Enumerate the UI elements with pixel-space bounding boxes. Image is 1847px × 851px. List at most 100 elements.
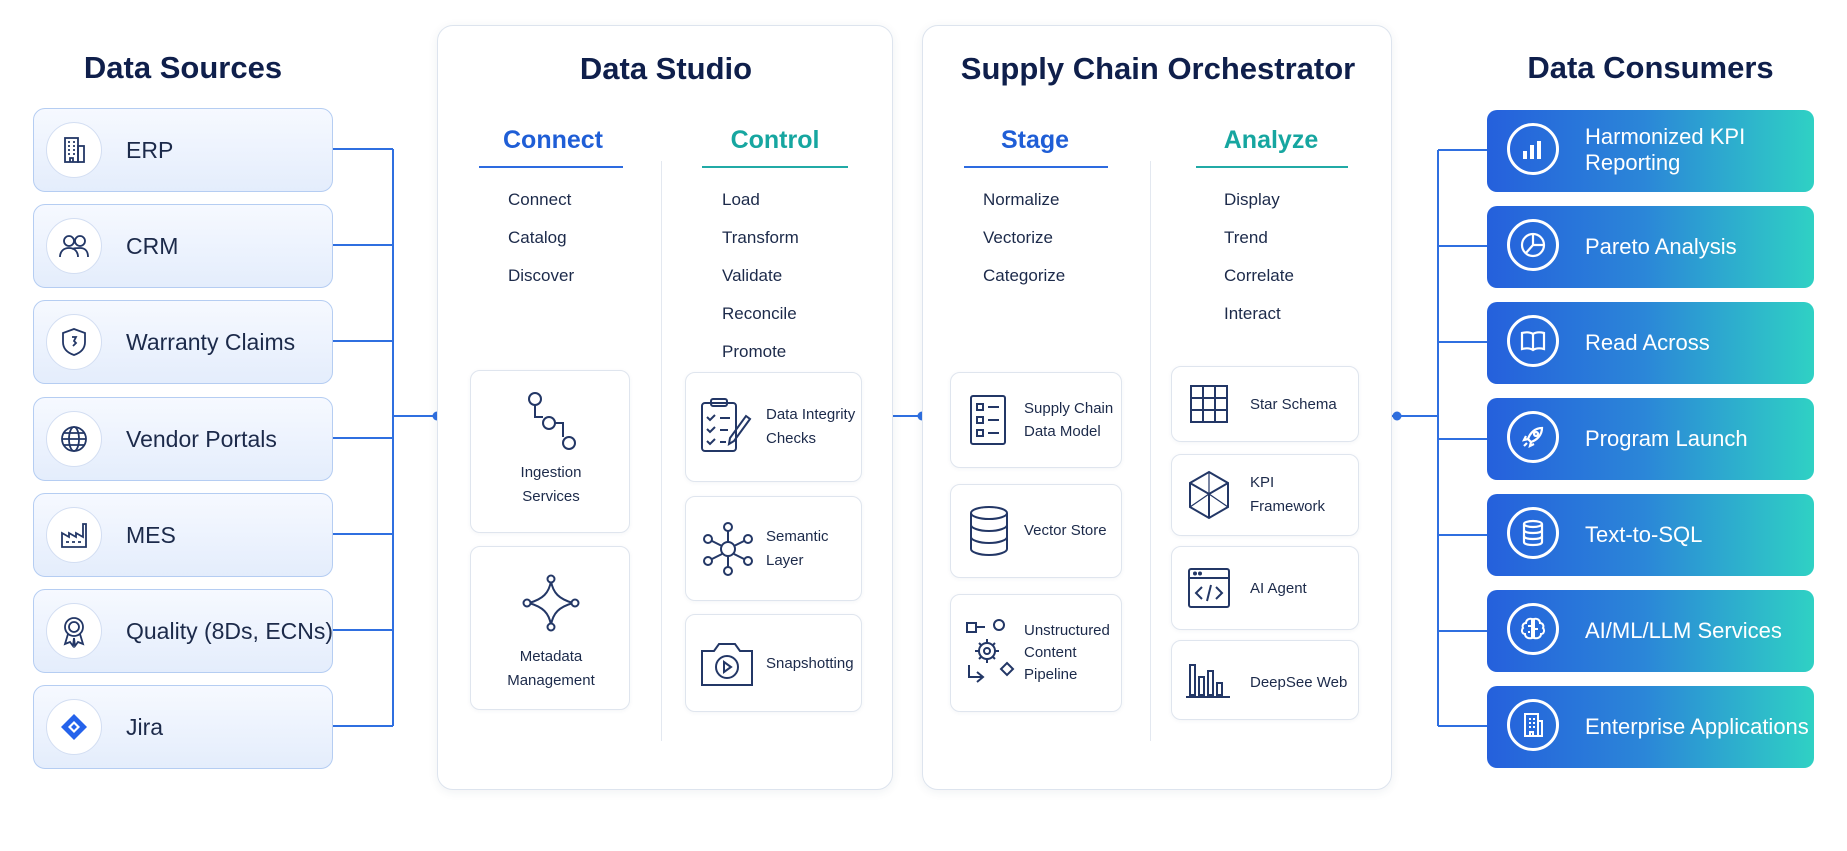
book-icon <box>1507 315 1559 367</box>
source-label: Warranty Claims <box>126 329 296 355</box>
control-heading: Control <box>730 126 820 154</box>
source-vendor-portals[interactable]: Vendor Portals <box>33 397 333 481</box>
orchestrator-panel: Supply Chain Orchestrator Stage Analyze … <box>922 25 1392 790</box>
stage-heading: Stage <box>1000 126 1070 154</box>
bar-chart-icon <box>1507 123 1559 175</box>
step-item: Catalog <box>508 228 567 247</box>
step-item: Reconcile <box>722 304 797 323</box>
ai-agent-card[interactable]: AI Agent <box>1171 546 1359 630</box>
step-item: Load <box>722 190 760 209</box>
step-item: Categorize <box>983 266 1066 285</box>
consumer-label: Read Across <box>1585 330 1710 355</box>
source-label: MES <box>126 522 176 548</box>
step-item: Interact <box>1224 304 1281 323</box>
consumer-label: Enterprise Applications <box>1585 714 1809 739</box>
step-item: Transform <box>722 228 799 247</box>
card-label: Content <box>1024 644 1077 661</box>
grid-icon <box>1190 385 1228 423</box>
factory-icon <box>46 507 102 563</box>
brain-icon <box>1507 603 1559 655</box>
card-label: Semantic <box>766 528 829 545</box>
card-label: Vector Store <box>1024 522 1107 539</box>
card-label: Metadata <box>519 648 583 665</box>
consumer-harmonized-kpi-reporting[interactable]: Harmonized KPI Reporting <box>1487 110 1814 192</box>
card-label: Star Schema <box>1250 396 1337 413</box>
step-item: Promote <box>722 342 787 361</box>
source-warranty-claims[interactable]: Warranty Claims <box>33 300 333 384</box>
consumer-label: Pareto Analysis <box>1585 234 1737 259</box>
metadata-management-card[interactable]: Metadata Management <box>470 546 630 710</box>
source-jira[interactable]: Jira <box>33 685 333 769</box>
card-label: Data Model <box>1024 423 1101 440</box>
network-icon <box>522 574 580 632</box>
globe-icon <box>46 411 102 467</box>
consumer-read-across[interactable]: Read Across <box>1487 302 1814 384</box>
card-label: Pipeline <box>1024 666 1078 683</box>
pipeline-icon <box>528 392 576 450</box>
consumer-ai-ml-llm-services[interactable]: AI/ML/LLM Services <box>1487 590 1814 672</box>
source-erp[interactable]: ERP <box>33 108 333 192</box>
snapshotting-card[interactable]: Snapshotting <box>685 614 862 712</box>
source-crm[interactable]: CRM <box>33 204 333 288</box>
card-label: KPI <box>1250 474 1275 491</box>
supply-chain-data-model-card[interactable]: Supply Chain Data Model <box>950 372 1122 468</box>
card-label: Data Integrity <box>766 406 856 423</box>
step-item: Trend <box>1224 228 1268 247</box>
camera-icon <box>701 643 753 686</box>
checklist-icon <box>701 398 752 452</box>
consumer-label: Text-to-SQL <box>1585 522 1703 547</box>
office-building-icon <box>1507 699 1559 751</box>
step-item: Connect <box>508 190 572 209</box>
orchestrator-divider <box>1150 161 1151 741</box>
step-item: Correlate <box>1224 266 1294 285</box>
orchestrator-title: Supply Chain Orchestrator <box>960 51 1356 86</box>
gears-icon <box>966 619 1015 683</box>
consumers-title: Data Consumers <box>1527 50 1774 85</box>
data-integrity-checks-card[interactable]: Data Integrity Checks <box>685 372 862 482</box>
ingestion-services-card[interactable]: Ingestion Services <box>470 370 630 533</box>
consumer-text-to-sql[interactable]: Text-to-SQL <box>1487 494 1814 576</box>
data-studio-title: Data Studio <box>579 51 753 86</box>
users-icon <box>46 218 102 274</box>
hub-icon <box>703 522 753 576</box>
consumer-enterprise-applications[interactable]: Enterprise Applications <box>1487 686 1814 768</box>
step-item: Validate <box>722 266 783 285</box>
kpi-framework-card[interactable]: KPI Framework <box>1171 454 1359 536</box>
consumer-label: Reporting <box>1585 150 1681 175</box>
consumer-program-launch[interactable]: Program Launch <box>1487 398 1814 480</box>
analyze-heading: Analyze <box>1223 126 1319 154</box>
consumer-label: AI/ML/LLM Services <box>1585 618 1782 643</box>
card-label: Layer <box>766 552 804 569</box>
source-label: ERP <box>126 137 174 163</box>
control-underline <box>702 166 848 168</box>
card-label: Services <box>522 488 580 505</box>
cube-icon <box>1189 470 1229 520</box>
connect-underline <box>479 166 623 168</box>
consumer-pareto-analysis[interactable]: Pareto Analysis <box>1487 206 1814 288</box>
source-label: CRM <box>126 233 179 259</box>
source-quality[interactable]: Quality (8Ds, ECNs) <box>33 589 333 673</box>
sources-title: Data Sources <box>83 50 283 85</box>
stage-underline <box>964 166 1108 168</box>
pie-chart-icon <box>1507 219 1559 271</box>
source-label: Jira <box>126 714 164 740</box>
card-label: DeepSee Web <box>1250 674 1348 691</box>
card-label: AI Agent <box>1250 580 1307 597</box>
step-item: Discover <box>508 266 575 285</box>
card-label: Unstructured <box>1024 622 1110 639</box>
studio-divider <box>661 161 662 741</box>
deepsee-web-card[interactable]: DeepSee Web <box>1171 640 1359 720</box>
star-schema-card[interactable]: Star Schema <box>1171 366 1359 442</box>
database-icon <box>1507 507 1559 559</box>
unstructured-content-pipeline-card[interactable]: Unstructured Content Pipeline <box>950 594 1122 712</box>
bar-chart-icon <box>1186 664 1230 698</box>
shield-icon <box>46 314 102 370</box>
jira-icon <box>46 699 102 755</box>
award-icon <box>46 603 102 659</box>
vector-store-card[interactable]: Vector Store <box>950 484 1122 578</box>
source-mes[interactable]: MES <box>33 493 333 577</box>
step-item: Vectorize <box>983 228 1053 247</box>
card-label: Framework <box>1250 498 1326 515</box>
database-icon <box>970 506 1008 557</box>
semantic-layer-card[interactable]: Semantic Layer <box>685 496 862 601</box>
